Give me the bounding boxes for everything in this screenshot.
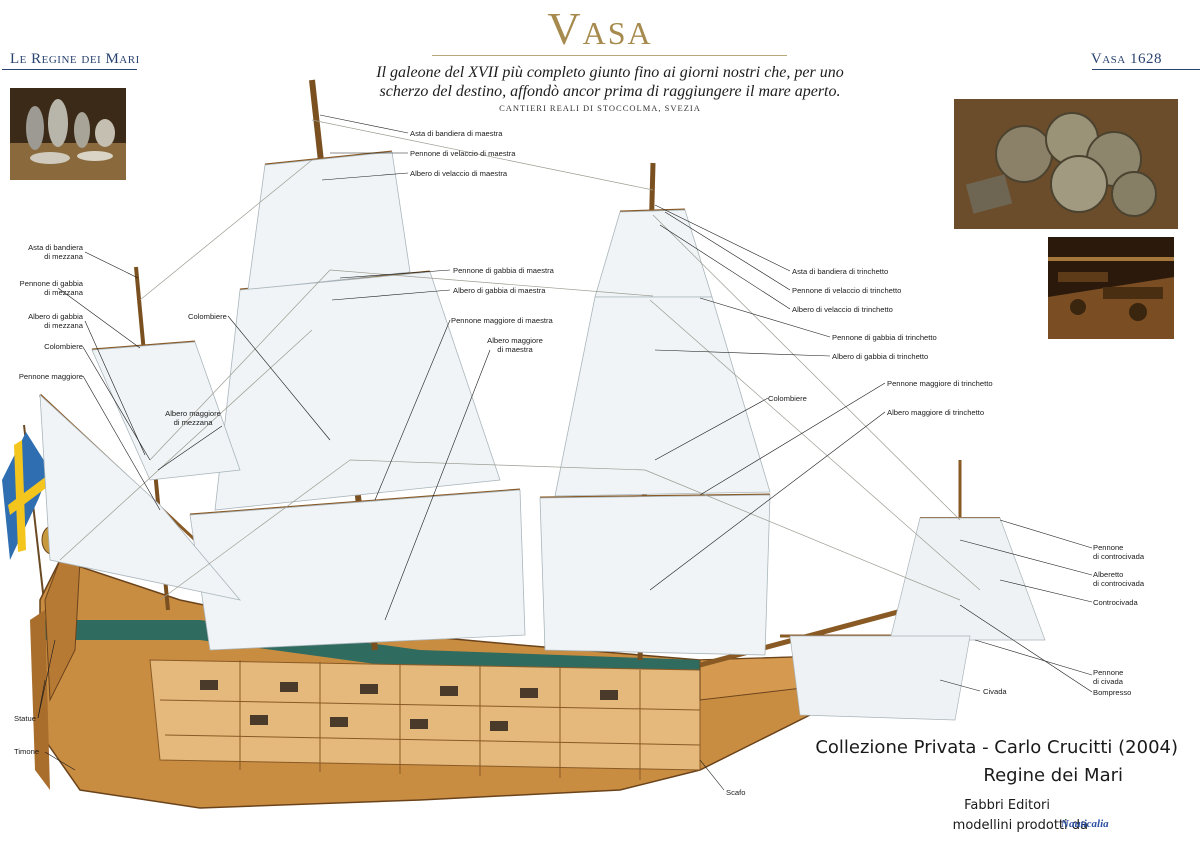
label-fore-topgallant-yard: Pennone di velaccio di trinchetto: [792, 286, 902, 295]
label-fore-topmast: Albero di gabbia di trinchetto: [832, 352, 929, 361]
ship-name-year: Vasa 1628: [1090, 51, 1162, 67]
label-line: Albero maggiore: [487, 336, 543, 345]
leader-lines: [37, 114, 1093, 791]
title-underline: [432, 55, 787, 56]
label-mizzen-topsail-yard: Pennone di gabbia di mezzana: [10, 279, 83, 297]
subtitle-line-2: scherzo del destino, affondò ancor prima…: [379, 83, 841, 100]
label-line: Alberetto: [1093, 570, 1124, 579]
label-line: Asta di bandiera: [28, 243, 83, 252]
producer-credit: modellini prodotti da: [952, 818, 1088, 833]
label-line: di maestra: [497, 345, 533, 354]
label-line: Pennone di gabbia: [19, 279, 83, 288]
gun-deck-photo: [1048, 237, 1174, 339]
label-mizzen-topmast: Albero di gabbia di mezzana: [10, 312, 83, 330]
label-fore-flag-staff: Asta di bandiera di trinchetto: [792, 267, 889, 276]
sails: [39, 151, 771, 656]
subtitle-line-1: Il galeone del XVII più completo giunto …: [376, 64, 844, 81]
label-sprit-topsail-yard: Pennone di controcivada: [1093, 543, 1144, 561]
label-line: Pennone: [1093, 668, 1124, 677]
label-line: di civada: [1093, 677, 1123, 686]
label-statues: Statue: [14, 714, 36, 723]
label-mizzen-flag-staff: Asta di bandiera di mezzana: [10, 243, 83, 261]
label-spritsail-yard: Pennone di civada: [1093, 668, 1123, 686]
label-sprit-topmast: Alberetto di controcivada: [1093, 570, 1144, 588]
collection-credit: Collezione Privata - Carlo Crucitti (200…: [815, 737, 1178, 758]
label-line: Pennone: [1093, 543, 1124, 552]
label-sprit-topsail: Controcivada: [1093, 598, 1138, 607]
label-crosstrees-main: Colombiere: [188, 312, 227, 321]
series-credit: Regine dei Mari: [983, 765, 1123, 786]
label-line: Albero di gabbia: [28, 312, 83, 321]
page-title: Vasa: [547, 3, 653, 54]
swedish-flag: [2, 424, 50, 611]
label-fore-lower-mast: Albero maggiore di trinchetto: [887, 408, 985, 417]
label-main-topgallant-yard: Pennone di velaccio di maestra: [410, 149, 516, 158]
label-mizzen-lower-mast: Albero maggiore di mezzana: [158, 409, 228, 427]
label-fore-topgallant-mast: Albero di velaccio di trinchetto: [792, 305, 893, 314]
label-crosstrees-fore: Colombiere: [768, 394, 807, 403]
label-crosstrees-left: Colombiere: [44, 342, 83, 351]
rigging: [59, 119, 981, 601]
label-rudder: Timone: [14, 747, 40, 756]
label-line: di mezzana: [44, 252, 83, 261]
shipyard-caption: CANTIERI REALI DI STOCCOLMA, SVEZIA: [499, 103, 701, 113]
label-line: di controcivada: [1093, 552, 1145, 561]
series-underline-right: [1092, 69, 1200, 70]
label-main-yard-mizzen: Pennone maggiore: [18, 372, 83, 381]
label-line: di mezzana: [173, 418, 213, 427]
label-line: Albero maggiore: [165, 409, 221, 418]
label-main-flag-staff: Asta di bandiera di maestra: [410, 129, 503, 138]
label-hull: Scafo: [726, 788, 746, 797]
label-spritsail: Civada: [983, 687, 1007, 696]
label-main-topgallant-mast: Albero di velaccio di maestra: [410, 169, 508, 178]
label-main-topmast: Albero di gabbia di maestra: [453, 286, 546, 295]
label-main-lower-mast: Albero maggiore di maestra: [480, 336, 550, 354]
publisher-credit: Fabbri Editori: [964, 798, 1050, 813]
nauticalia-logo: Nauticalia: [1061, 818, 1109, 830]
label-main-lower-yard: Pennone maggiore di maestra: [451, 316, 553, 325]
series-name: Le Regine dei Mari: [10, 51, 140, 67]
label-line: di mezzana: [44, 321, 83, 330]
coins-photo: [954, 99, 1178, 229]
label-line: di mezzana: [44, 288, 83, 297]
subtitle: Il galeone del XVII più completo giunto …: [350, 63, 870, 101]
series-underline-left: [2, 69, 137, 70]
label-fore-topsail-yard: Pennone di gabbia di trinchetto: [832, 333, 937, 342]
label-main-topsail-yard: Pennone di gabbia di maestra: [453, 266, 554, 275]
label-fore-lower-yard: Pennone maggiore di trinchetto: [887, 379, 993, 388]
label-bowsprit: Bompresso: [1093, 688, 1132, 697]
label-line: di controcivada: [1093, 579, 1145, 588]
tableware-photo: [10, 88, 126, 180]
